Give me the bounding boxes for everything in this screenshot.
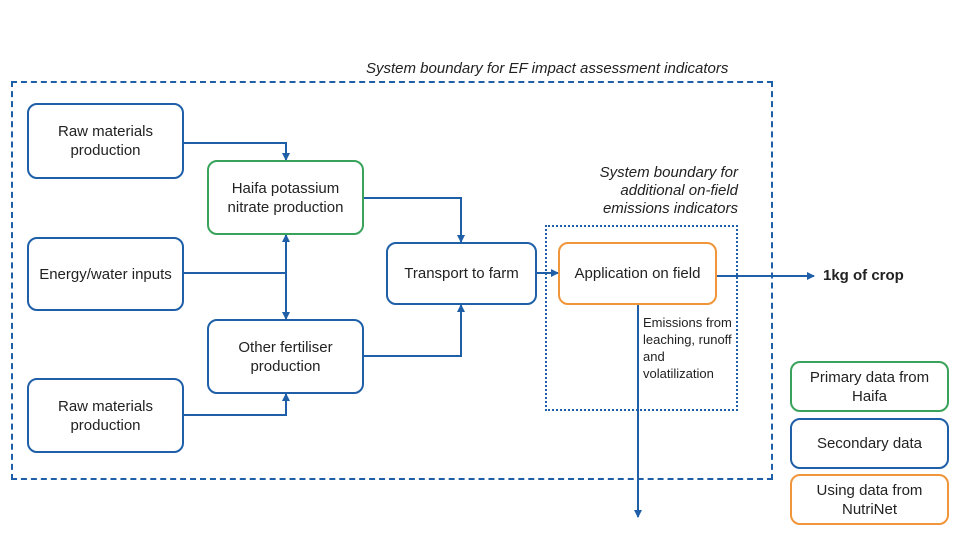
emissions-label: Emissions from leaching, runoff and vola… — [643, 315, 732, 381]
other-fertiliser-label: Other fertiliser production — [238, 338, 333, 375]
legend-primary-data: Primary data from Haifa — [790, 361, 949, 412]
ef-system-boundary — [11, 81, 773, 480]
arrow-haifa-to-transport — [362, 197, 465, 243]
raw-materials-top-label: Raw materials production — [57, 123, 154, 159]
application-on-field: Application on field — [558, 242, 717, 305]
raw-materials-bottom-label: Raw materials production — [57, 397, 154, 434]
energy-water-label: Energy/water inputs — [39, 265, 172, 283]
energy-water-inputs: Energy/water inputs — [27, 237, 184, 311]
raw-materials-production-top: Raw materials production — [27, 103, 184, 179]
haifa-production-label: Haifa potassium nitrate production — [227, 179, 344, 216]
ef-boundary-label: System boundary for EF impact assessment… — [366, 60, 729, 77]
transport-to-farm: Transport to farm — [386, 242, 537, 305]
legend-secondary-label: Secondary data — [816, 435, 923, 452]
arrow-raw-bottom-to-other — [182, 393, 290, 416]
transport-label: Transport to farm — [404, 265, 519, 282]
arrow-other-to-transport — [362, 304, 465, 357]
haifa-potassium-nitrate-production: Haifa potassium nitrate production — [207, 160, 364, 235]
legend-secondary-data: Secondary data — [790, 418, 949, 469]
arrow-raw-top-to-haifa — [182, 142, 290, 161]
legend-primary-label: Primary data from Haifa — [809, 368, 930, 405]
on-field-boundary-label: System boundary for additional on-field … — [599, 164, 738, 217]
crop-output-label: 1kg of crop — [823, 267, 904, 284]
legend-nutrinet-data: Using data from NutriNet — [790, 474, 949, 525]
legend-nutrinet-label: Using data from NutriNet — [816, 481, 923, 518]
other-fertiliser-production: Other fertiliser production — [207, 319, 364, 394]
on-field-system-boundary — [545, 225, 738, 411]
raw-materials-production-bottom: Raw materials production — [27, 378, 184, 453]
application-label: Application on field — [574, 265, 701, 282]
